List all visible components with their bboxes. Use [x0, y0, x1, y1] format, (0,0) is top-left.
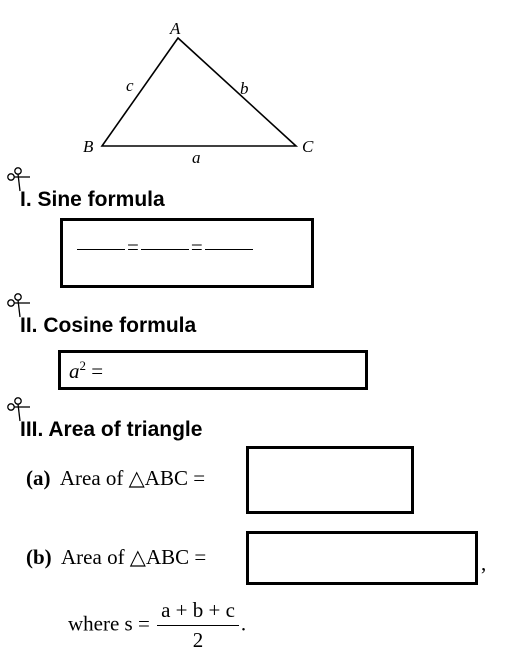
cosine-equals: = [91, 359, 104, 383]
side-label-a: a [192, 148, 201, 167]
triangle-diagram: A B C a b c [83, 19, 314, 167]
area-a-box[interactable] [246, 446, 414, 514]
area-formula-b-label: (b) Area of △ABC = [26, 545, 206, 570]
scissors-icon [7, 293, 30, 318]
cosine-formula-box[interactable]: a2 = [58, 350, 368, 390]
part-a-text: Area of △ABC = [59, 466, 206, 490]
blank-3[interactable] [204, 248, 253, 251]
sine-formula-template: == [75, 235, 255, 260]
scissors-icon [7, 397, 30, 422]
blank-1[interactable] [77, 248, 125, 251]
cosine-lhs-base: a [69, 359, 80, 383]
vertex-label-c: C [302, 137, 314, 156]
semi-perimeter-fraction: a + b + c 2 [157, 598, 239, 653]
cosine-formula-lhs: a2 = [69, 358, 103, 384]
side-label-b: b [240, 79, 249, 98]
fraction-denominator: 2 [192, 628, 204, 652]
heading-sine-formula: I. Sine formula [20, 188, 165, 211]
heading-cosine-formula: II. Cosine formula [20, 314, 197, 337]
part-b-marker: (b) [26, 545, 52, 569]
heading-area-of-triangle: III. Area of triangle [20, 418, 203, 441]
scissors-icon [7, 167, 30, 192]
area-b-comma: , [481, 551, 487, 575]
equals-sign-2: = [190, 235, 203, 259]
equals-sign-1: = [127, 235, 139, 259]
part-b-text: Area of △ABC = [61, 545, 207, 569]
vertex-label-a: A [169, 19, 181, 38]
triangle-abc [100, 36, 299, 147]
part-a-marker: (a) [26, 466, 51, 490]
area-formula-a-label: (a) Area of △ABC = [26, 466, 205, 491]
sine-formula-box[interactable]: == [60, 218, 314, 288]
where-text: where s = [68, 611, 150, 636]
side-label-c: c [126, 76, 134, 95]
blank-2[interactable] [140, 248, 189, 251]
vertex-label-b: B [83, 137, 94, 156]
cosine-lhs-exponent: 2 [79, 358, 87, 373]
ending-period: . [240, 611, 247, 636]
semi-perimeter-definition: where s = a + b + c 2 . [68, 598, 246, 653]
area-b-box[interactable] [246, 531, 478, 585]
fraction-numerator: a + b + c [157, 598, 239, 626]
